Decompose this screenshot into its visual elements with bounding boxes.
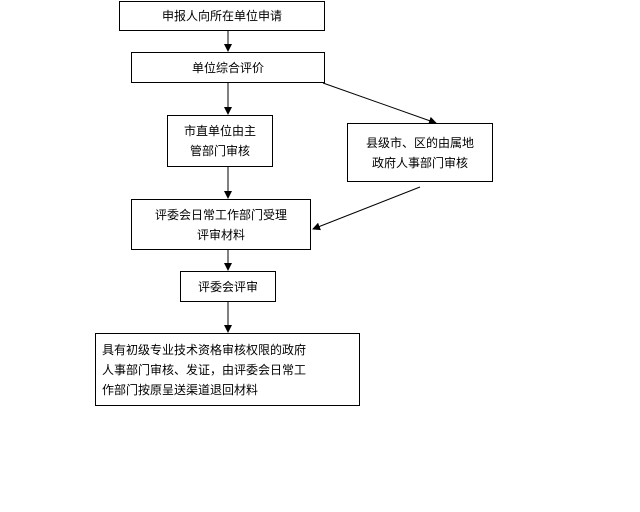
arrow-n4-n5 [312,186,421,231]
node-municipal-dept-review: 市直单位由主 管部门审核 [167,115,273,167]
node-county-hr-review: 县级市、区的由属地 政府人事部门审核 [347,123,493,182]
node-unit-evaluation: 单位综合评价 [131,52,325,83]
node-apply-to-unit: 申报人向所在单位申请 [119,1,325,31]
node-committee-review: 评委会评审 [180,271,276,302]
arrow-n2-n4 [322,82,437,125]
node-committee-office-accept: 评委会日常工作部门受理 评审材料 [131,199,311,250]
node-certification-return: 具有初级专业技术资格审核权限的政府 人事部门审核、发证，由评委会日常工 作部门按… [95,333,360,406]
